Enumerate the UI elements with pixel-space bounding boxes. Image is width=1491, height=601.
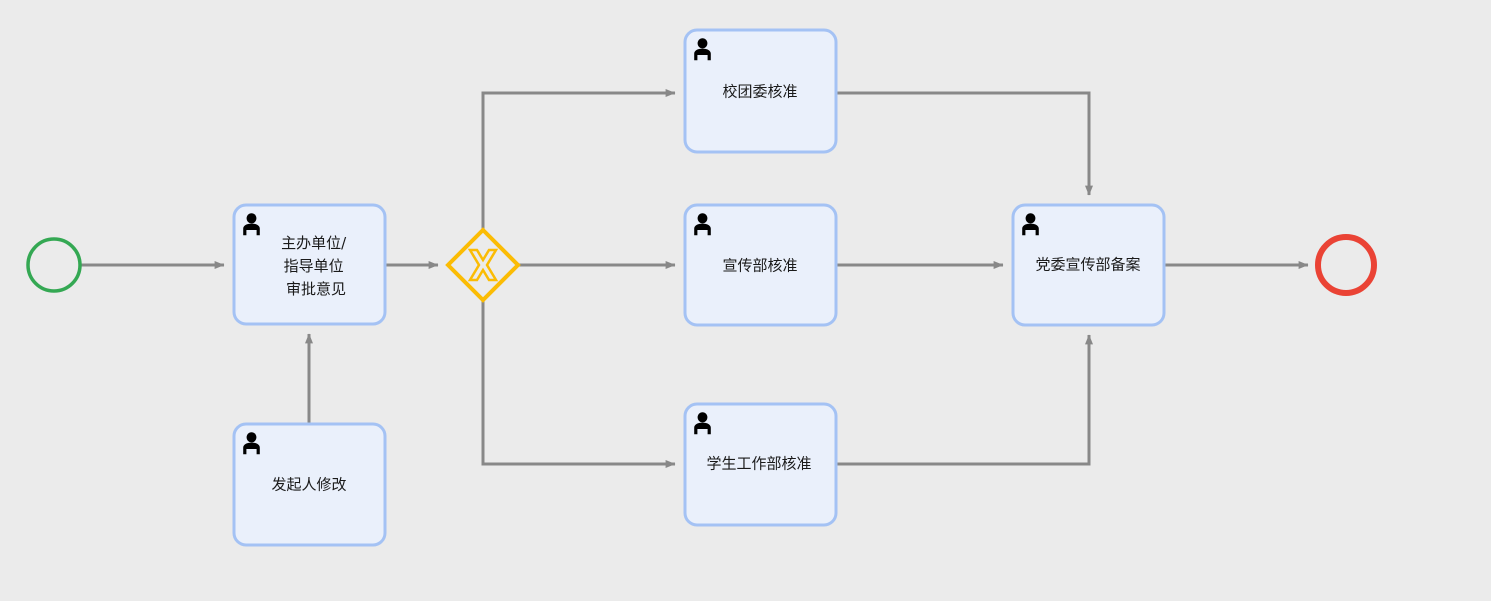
task-sponsor-approval-box[interactable] [232, 203, 387, 326]
task-party-publicity-filing-box[interactable] [1011, 203, 1166, 327]
flow-student-affairs-to-filing[interactable] [836, 334, 1093, 466]
flow-gateway-to-youth-league[interactable] [481, 89, 676, 230]
flow-youth-league-to-filing[interactable] [836, 91, 1093, 196]
start-event-circle[interactable] [26, 237, 82, 293]
gateway-x-icon [467, 248, 499, 282]
task-label-line: 指导单位 [284, 257, 344, 275]
exclusive-gateway-diamond[interactable] [445, 227, 521, 303]
flow-gateway-to-student-affairs[interactable] [481, 300, 676, 468]
task-student-affairs-approval[interactable]: 学生工作部核准 [683, 402, 838, 527]
task-youth-league-approval-label: 校团委核准 [722, 83, 797, 101]
task-student-affairs-approval-label: 学生工作部核准 [706, 455, 811, 473]
start-event[interactable] [26, 237, 82, 293]
task-sponsor-approval-label: 主办单位/ 指导单位 审批意见 [281, 234, 351, 298]
task-student-affairs-approval-box[interactable] [683, 402, 838, 527]
task-youth-league-approval-box[interactable] [683, 28, 838, 154]
task-youth-league-approval[interactable]: 校团委核准 [683, 28, 838, 154]
task-publicity-dept-approval[interactable]: 宣传部核准 [683, 203, 838, 327]
task-initiator-revise-box[interactable] [232, 422, 387, 547]
end-event[interactable] [1315, 234, 1377, 296]
task-label-line: 主办单位/ [281, 234, 347, 252]
task-initiator-revise-label: 发起人修改 [271, 476, 346, 494]
task-publicity-dept-approval-label: 宣传部核准 [722, 257, 797, 275]
connectors-layer [80, 89, 1309, 468]
end-event-circle[interactable] [1315, 234, 1377, 296]
exclusive-gateway[interactable] [445, 227, 521, 303]
task-publicity-dept-approval-box[interactable] [683, 203, 838, 327]
task-party-publicity-filing[interactable]: 党委宣传部备案 [1011, 203, 1166, 327]
task-party-publicity-filing-label: 党委宣传部备案 [1035, 256, 1140, 274]
task-sponsor-approval[interactable]: 主办单位/ 指导单位 审批意见 [232, 203, 387, 326]
task-label-line: 审批意见 [286, 280, 346, 298]
task-initiator-revise[interactable]: 发起人修改 [232, 422, 387, 547]
